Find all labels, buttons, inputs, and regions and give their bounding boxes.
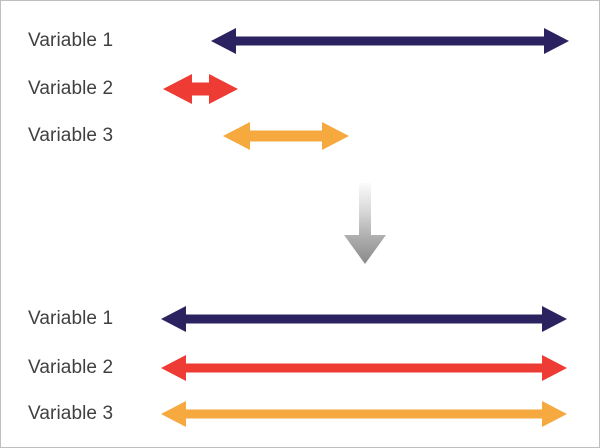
variable-row: Variable 3 <box>1 116 599 156</box>
variable-label: Variable 2 <box>28 78 114 99</box>
variable-row: Variable 2 <box>1 69 599 109</box>
variable-row: Variable 1 <box>1 299 599 339</box>
double-headed-arrow-icon <box>161 355 567 395</box>
variable-row: Variable 3 <box>1 394 599 434</box>
variable-row: Variable 2 <box>1 348 599 388</box>
double-headed-arrow-icon <box>211 28 569 68</box>
variable-row: Variable 1 <box>1 21 599 61</box>
double-headed-arrow-icon <box>161 306 567 346</box>
double-headed-arrow-icon <box>161 401 567 441</box>
panel-after-scaling: Variable 1 Variable 2 Variable 3 <box>1 286 599 447</box>
double-headed-arrow-icon <box>223 122 349 162</box>
variable-label: Variable 3 <box>28 125 114 146</box>
down-arrow-icon <box>343 183 387 265</box>
double-headed-arrow-icon <box>163 74 238 114</box>
variable-label: Variable 2 <box>28 357 114 378</box>
panel-before-scaling: Variable 1 Variable 2 Variable 3 <box>1 1 599 176</box>
variable-label: Variable 3 <box>28 403 114 424</box>
variable-label: Variable 1 <box>28 308 114 329</box>
variable-label: Variable 1 <box>28 30 114 51</box>
